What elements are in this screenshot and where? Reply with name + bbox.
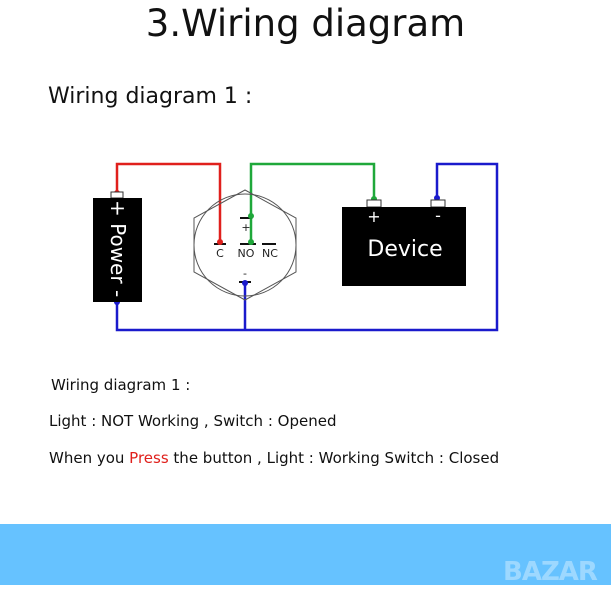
note-text: When you [49, 449, 130, 467]
note-line-3: When you Press the button , Light : Work… [49, 449, 499, 467]
device-minus-label: - [435, 206, 441, 225]
switch-c-label: C [216, 247, 224, 260]
red-wire [115, 162, 222, 242]
diagram-subtitle: Wiring diagram 1 : [48, 84, 253, 109]
note-line-1: Wiring diagram 1 : [51, 376, 191, 394]
switch [193, 189, 297, 301]
switch-nc-label: NC [262, 247, 278, 260]
device-box [342, 207, 466, 286]
page-title: 3.Wiring diagram [145, 2, 466, 45]
power-label: + Power - [106, 200, 130, 297]
device-label: Device [367, 237, 442, 262]
switch-minus-label: - [243, 267, 247, 280]
switch-plus-label: + [241, 221, 250, 234]
watermark-logo: BAZAR [503, 557, 598, 587]
switch-no-label: NO [238, 247, 255, 260]
power-terminal [110, 191, 124, 199]
green-wire [249, 162, 376, 242]
power-supply [93, 198, 142, 302]
device-plus-label: + [367, 207, 380, 226]
note-line-2: Light : NOT Working , Switch : Opened [49, 412, 337, 430]
footer-band [0, 524, 611, 585]
blue-wire [115, 162, 499, 332]
note-text: the button , Light : Working Switch : Cl… [168, 449, 500, 467]
press-highlight: Press [129, 449, 169, 467]
